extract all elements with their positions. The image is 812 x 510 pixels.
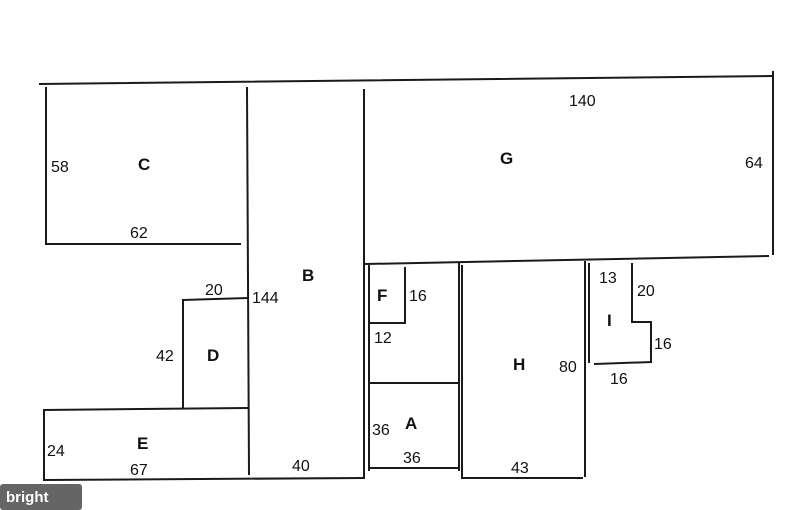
lot-d-top-line — [181, 296, 249, 302]
dim-e-side: 24 — [47, 443, 65, 460]
lot-label-c: C — [138, 155, 150, 174]
dim-f-bottom: 12 — [374, 330, 392, 347]
dim-i-step: 16 — [654, 336, 672, 353]
dim-b-side: 144 — [252, 290, 279, 307]
dim-f-right: 16 — [409, 288, 427, 305]
lot-label-f: F — [377, 286, 387, 305]
dim-g-right: 64 — [745, 155, 763, 172]
dim-c-bottom: 62 — [130, 225, 148, 242]
plat-lines — [38, 71, 774, 482]
lot-label-g: G — [500, 149, 513, 168]
dim-i-left: 13 — [599, 270, 617, 287]
watermark-badge: bright — [0, 484, 82, 510]
dim-h-bottom: 43 — [511, 460, 529, 477]
dim-h-side: 80 — [559, 359, 577, 376]
lot-label-h: H — [513, 355, 525, 374]
dim-g-top: 140 — [569, 93, 596, 110]
dim-c-side: 58 — [51, 159, 69, 176]
dim-d-side: 42 — [156, 348, 174, 365]
lot-e-top-line — [42, 406, 249, 412]
dim-d-top: 20 — [205, 282, 223, 299]
dim-e-bottom: 67 — [130, 462, 148, 479]
dim-b-bottom: 40 — [292, 458, 310, 475]
lot-label-e: E — [137, 434, 148, 453]
dim-a-bottom: 36 — [403, 450, 421, 467]
bottom-boundary-line — [42, 476, 366, 482]
top-boundary-line — [38, 74, 774, 86]
lot-label-b: B — [302, 266, 314, 285]
dim-a-side: 36 — [372, 422, 390, 439]
lot-label-i: I — [607, 311, 612, 330]
lot-label-a: A — [405, 414, 417, 433]
lot-b-left-line — [245, 86, 251, 476]
lot-i-bottom-line — [593, 360, 653, 366]
dim-i-top-right: 20 — [637, 283, 655, 300]
lot-g-bottom-line — [364, 254, 770, 266]
lot-label-d: D — [207, 346, 219, 365]
watermark-text: bright — [6, 489, 49, 506]
watermark-background — [0, 484, 82, 510]
dim-i-bottom: 16 — [610, 371, 628, 388]
